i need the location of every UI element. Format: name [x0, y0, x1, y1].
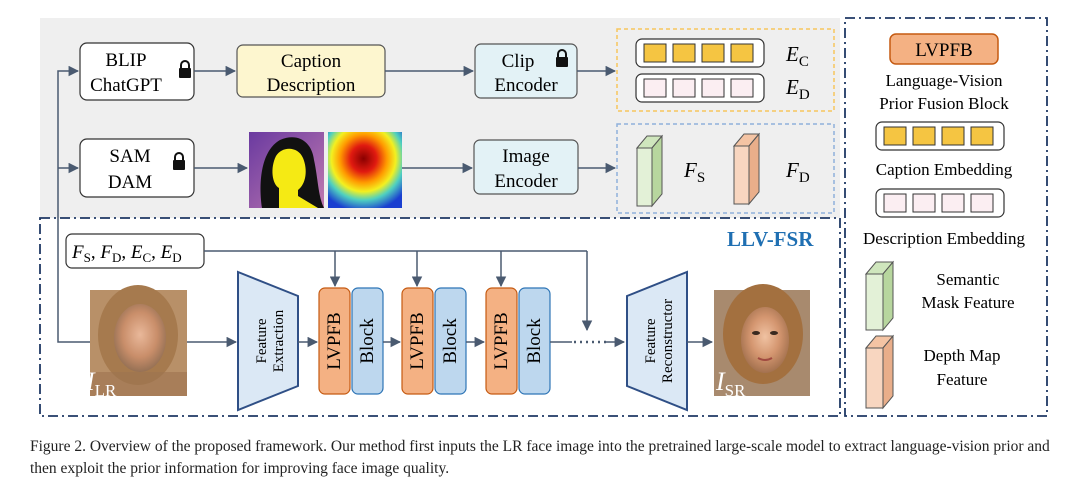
legend-semantic-label-2: Mask Feature	[921, 293, 1014, 312]
llv-fsr-title: LLV-FSR	[727, 227, 814, 251]
legend-lvpfb-box	[889, 33, 999, 65]
legend-lvpfb-desc-1: Language-Vision	[886, 71, 1003, 90]
block-module	[518, 287, 551, 395]
sam-label: SAM	[109, 146, 150, 167]
feature-extraction-label: FeatureExtraction	[254, 309, 287, 372]
depth-feature-block	[732, 132, 761, 206]
clip-label: Clip	[502, 51, 535, 72]
caption-embedding-cells	[643, 43, 754, 63]
blip-label: BLIP	[105, 50, 146, 71]
sr-face-image	[714, 284, 810, 396]
lvpfb-block	[485, 287, 518, 395]
dam-label: DAM	[108, 172, 152, 193]
legend-semantic-label-1: Semantic	[936, 270, 1000, 289]
feature-reconstructor-label: FeatureReconstructor	[643, 299, 676, 383]
legend-depth-label-1: Depth Map	[924, 346, 1001, 365]
image-encoder-label: Encoder	[494, 171, 558, 192]
feature-reconstructor-module	[626, 270, 688, 412]
legend-lvpfb-desc-2: Prior Fusion Block	[879, 94, 1009, 113]
ec-label: EC	[785, 42, 809, 70]
description-embedding-cells	[643, 78, 754, 98]
legend-caption-embedding-label: Caption Embedding	[876, 160, 1013, 179]
image-label: Image	[502, 146, 549, 167]
fusion-stage-1: LVPFB Block	[318, 287, 384, 395]
semantic-mask-image	[249, 132, 324, 208]
caption-label: Caption	[281, 51, 342, 72]
description-label: Description	[267, 75, 356, 96]
legend-depth-feature-block	[864, 334, 895, 410]
block-label: Block	[440, 318, 461, 364]
depth-map-image	[328, 132, 402, 208]
feature-extraction-module	[237, 270, 299, 412]
block-label: Block	[524, 318, 545, 364]
legend-semantic-feature-block	[864, 260, 895, 332]
legend-description-embedding-cells	[883, 193, 994, 213]
block-module	[351, 287, 384, 395]
semantic-feature-block	[635, 134, 664, 208]
lvpfb-label: LVPFB	[324, 312, 345, 369]
legend-depth-label-2: Feature	[937, 370, 988, 389]
fd-label: FD	[785, 158, 810, 186]
block-module	[434, 287, 467, 395]
lock-icon	[179, 60, 191, 78]
embedding-group	[616, 28, 835, 112]
fusion-stage-3: LVPFB Block	[485, 287, 551, 395]
lock-icon	[556, 49, 568, 67]
legend-panel	[844, 17, 1048, 417]
lvpfb-block	[318, 287, 351, 395]
feature-group	[616, 123, 835, 214]
fs-label: FS	[683, 158, 705, 186]
lvpfb-block	[401, 287, 434, 395]
lvpfb-label: LVPFB	[491, 312, 512, 369]
lvpfb-label: LVPFB	[407, 312, 428, 369]
llv-fsr-region	[39, 217, 841, 417]
block-label: Block	[357, 318, 378, 364]
legend-lvpfb-label: LVPFB	[915, 40, 972, 61]
ed-label: ED	[785, 75, 810, 103]
framework-diagram: BLIP ChatGPT Caption Description Clip En…	[39, 17, 1048, 417]
lr-input-trunk	[57, 65, 90, 343]
lr-face-image	[90, 285, 187, 396]
figure-caption: Figure 2. Overview of the proposed frame…	[30, 438, 1050, 477]
image-encoder-box	[473, 139, 579, 195]
fusion-stage-2: LVPFB Block	[401, 287, 467, 395]
prior-inputs-label: FS, FD, EC, ED	[71, 242, 182, 265]
encoder-label: Encoder	[494, 75, 558, 96]
sr-label: ISR	[715, 367, 746, 400]
lock-icon	[173, 152, 185, 170]
legend-caption-embedding-cells	[883, 126, 994, 146]
chatgpt-label: ChatGPT	[90, 75, 162, 96]
lr-label: ILR	[85, 367, 117, 400]
legend-description-embedding-label: Description Embedding	[863, 229, 1025, 248]
